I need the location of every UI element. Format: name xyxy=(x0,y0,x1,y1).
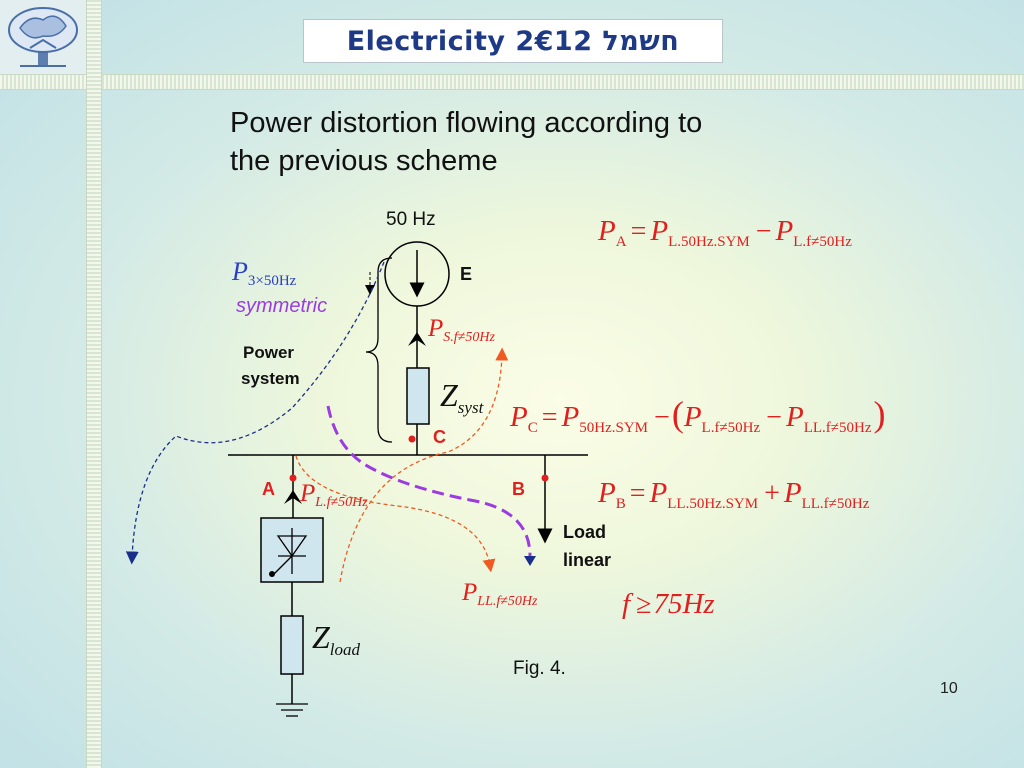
decorative-band-horizontal xyxy=(0,74,1024,90)
source-label: 50 Hz xyxy=(386,209,436,230)
node-c-label: C xyxy=(433,427,446,447)
title-line-2: the previous scheme xyxy=(230,145,498,177)
tree-logo xyxy=(0,0,86,74)
load-label-2: linear xyxy=(563,550,611,570)
node-a-label: A xyxy=(262,479,275,499)
symmetric-flow-blue xyxy=(125,261,385,565)
ground-icon xyxy=(276,703,308,717)
node-e-label: E xyxy=(460,264,472,284)
ps-arrowhead xyxy=(408,332,426,346)
power-system-label-2: system xyxy=(241,369,300,388)
thyristor-symbol xyxy=(276,535,308,558)
symmetric-label: symmetric xyxy=(236,295,327,317)
distortion-flow-to-source xyxy=(339,347,509,583)
ps-label: PS.f≠50Hz xyxy=(427,315,495,345)
slide-title: Power distortion flowing according to th… xyxy=(230,104,830,180)
node-b-dot xyxy=(541,474,549,482)
equation-pc: PC=P50Hz.SYM−(PL.f≠50Hz−PLL.f≠50Hz) xyxy=(509,394,885,436)
equation-pa: PA=PL.50Hz.SYM−PL.f≠50Hz xyxy=(597,215,852,250)
tree-icon xyxy=(8,7,78,67)
zsyst-label: Zsyst xyxy=(440,377,485,417)
pll-label: PLL.f≠50Hz xyxy=(461,579,538,609)
distortion-flow-to-load xyxy=(295,455,496,573)
banner-text: Electricity 2€12 חשמל xyxy=(346,25,680,57)
power-system-label-1: Power xyxy=(243,343,294,362)
zload-label: Zload xyxy=(312,619,361,659)
node-c-dot xyxy=(408,435,416,443)
event-banner: Electricity 2€12 חשמל xyxy=(303,19,723,63)
node-b-label: B xyxy=(512,479,525,499)
equation-frequency: f≥75Hz xyxy=(622,588,715,620)
thyristor-gate-dot xyxy=(269,571,275,577)
pl-arrowhead xyxy=(284,490,302,504)
symmetric-flow-purple xyxy=(326,405,532,557)
page-number: 10 xyxy=(940,680,958,697)
power-system-brace xyxy=(365,257,393,443)
purple-flow-arrowhead xyxy=(524,556,536,566)
p3-label: P3×50Hz xyxy=(231,257,297,289)
decorative-band-vertical xyxy=(86,0,102,768)
pl-label: PL.f≠50Hz xyxy=(299,480,368,510)
thyristor-gate xyxy=(273,555,293,575)
node-a-dot xyxy=(289,474,297,482)
zsyst-resistor xyxy=(406,367,430,425)
title-line-1: Power distortion flowing according to xyxy=(230,107,703,139)
zload-resistor xyxy=(280,615,304,675)
equation-pb: PB=PLL.50Hz.SYM+PLL.f≠50Hz xyxy=(597,477,870,512)
figure-caption: Fig. 4. xyxy=(513,658,566,679)
load-label-1: Load xyxy=(563,522,606,542)
